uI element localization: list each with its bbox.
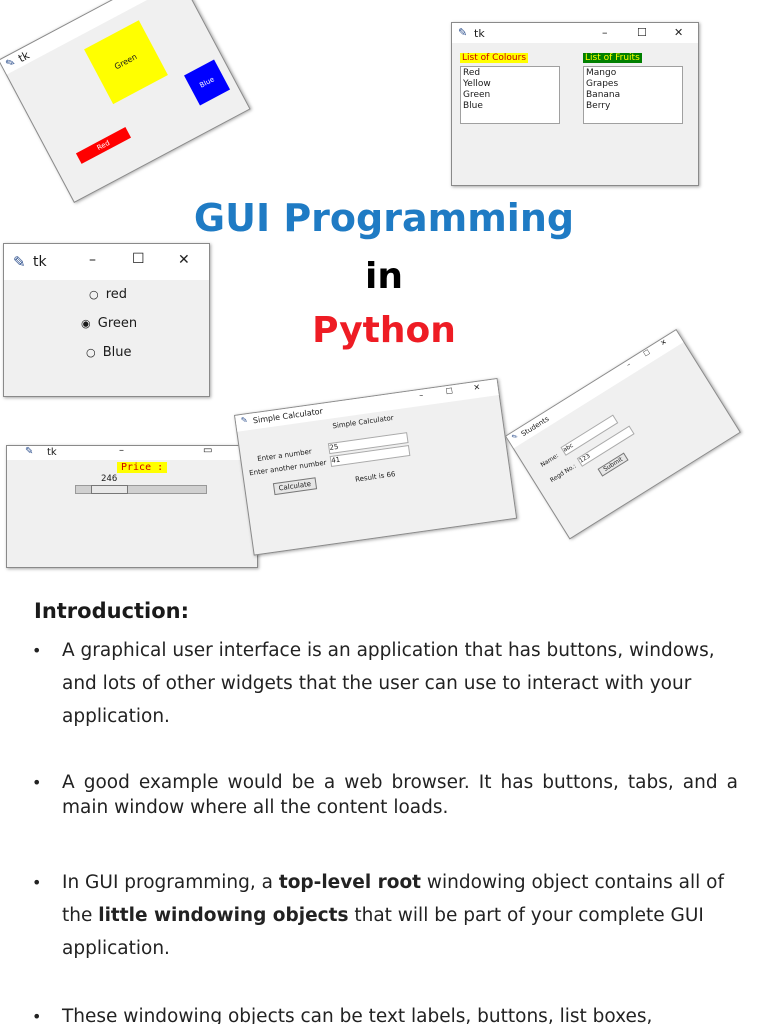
regd-label: Regd No.: bbox=[548, 462, 578, 485]
list-item[interactable]: Grapes bbox=[586, 79, 619, 89]
list-item[interactable]: Mango bbox=[586, 68, 617, 78]
bullet-text: In GUI programming, a top-level root win… bbox=[62, 866, 738, 965]
maximize-icon[interactable]: ☐ bbox=[642, 348, 652, 359]
bullet-icon: • bbox=[32, 773, 42, 792]
minimize-icon[interactable]: – bbox=[418, 390, 424, 401]
radio-label: red bbox=[105, 287, 128, 302]
minimize-icon[interactable]: – bbox=[132, 0, 143, 1]
feather-icon: ✎ bbox=[13, 253, 26, 271]
page-title: GUI Programming bbox=[193, 196, 575, 240]
radio-checked-icon[interactable]: ◉ bbox=[81, 317, 91, 330]
bullet-text: A graphical user interface is an applica… bbox=[62, 640, 715, 727]
bullet-3-bold-1: top-level root bbox=[278, 872, 421, 893]
list-item[interactable]: Green bbox=[463, 90, 491, 100]
fruits-listbox[interactable]: Mango Grapes Banana Berry bbox=[583, 66, 683, 124]
red-rectangle: Red bbox=[75, 127, 132, 164]
colours-listbox[interactable]: Red Yellow Green Blue bbox=[460, 66, 560, 124]
students-window: ✎ Students – ☐ ✕ Name: abc Regd No.: 123… bbox=[505, 328, 741, 540]
blue-square: Blue bbox=[184, 59, 231, 106]
window-title: tk bbox=[474, 27, 485, 40]
feather-icon: ✎ bbox=[25, 446, 34, 457]
bullet-3-post: that will be part of your complete GUI a… bbox=[62, 905, 704, 959]
close-icon[interactable]: ✕ bbox=[659, 337, 669, 348]
scale-window: ✎ tk – ▭ Price : 246 bbox=[6, 445, 258, 568]
feather-icon: ✎ bbox=[458, 26, 468, 39]
fruits-label: List of Fruits bbox=[583, 53, 642, 63]
submit-button[interactable]: Submit bbox=[597, 452, 629, 477]
scale-window-titlebar: ✎ tk – ▭ bbox=[7, 445, 257, 460]
intro-heading: Introduction: bbox=[34, 599, 190, 623]
minimize-icon[interactable]: – bbox=[119, 445, 124, 456]
radio-window: ✎ tk – ☐ ✕ ○ red ◉ Green ○ Blue bbox=[3, 243, 210, 397]
calculate-button[interactable]: Calculate bbox=[272, 477, 317, 496]
lists-window-titlebar: ✎ tk – ☐ ✕ bbox=[452, 23, 698, 43]
radio-label: Green bbox=[97, 316, 138, 331]
bullet-3-pre: In GUI programming, a bbox=[62, 872, 279, 893]
close-icon[interactable]: ✕ bbox=[472, 382, 481, 393]
minimize-icon[interactable]: – bbox=[89, 252, 96, 268]
bullet-icon: • bbox=[32, 873, 42, 892]
blue-label: Blue bbox=[198, 75, 216, 90]
radio-red[interactable]: ○ red bbox=[89, 287, 127, 302]
bullet-2: • A good example would be a web browser.… bbox=[32, 770, 738, 840]
list-item[interactable]: Blue bbox=[463, 101, 483, 111]
close-icon[interactable]: ✕ bbox=[178, 252, 190, 268]
window-title: Simple Calculator bbox=[252, 406, 324, 426]
scale-value: 246 bbox=[101, 474, 118, 484]
list-item[interactable]: Yellow bbox=[463, 79, 491, 89]
page-title-in: in bbox=[365, 256, 403, 297]
calc-result: Result is 66 bbox=[354, 470, 396, 484]
page-title-python: Python bbox=[312, 310, 456, 351]
close-icon[interactable]: ✕ bbox=[674, 26, 684, 39]
feather-icon: ✎ bbox=[510, 431, 520, 442]
list-item[interactable]: Berry bbox=[586, 101, 611, 111]
minimize-icon[interactable]: – bbox=[602, 26, 608, 39]
bullet-icon: • bbox=[32, 1007, 42, 1024]
minimize-icon[interactable]: – bbox=[625, 360, 633, 369]
radio-unchecked-icon[interactable]: ○ bbox=[89, 288, 99, 301]
slider-handle[interactable] bbox=[91, 485, 128, 494]
window-title: Students bbox=[519, 414, 551, 439]
window-title: tk bbox=[47, 447, 57, 458]
radio-blue[interactable]: ○ Blue bbox=[86, 345, 132, 360]
maximize-icon[interactable]: ▭ bbox=[203, 445, 213, 456]
list-item[interactable]: Red bbox=[463, 68, 481, 78]
price-slider[interactable] bbox=[75, 485, 207, 494]
bullet-4: • These windowing objects can be text la… bbox=[32, 1000, 738, 1024]
name-label: Name: bbox=[539, 452, 560, 469]
bullet-text: A good example would be a web browser. I… bbox=[62, 772, 738, 818]
red-label: Red bbox=[95, 138, 112, 153]
radio-green[interactable]: ◉ Green bbox=[81, 316, 137, 331]
calculator-window: ✎ Simple Calculator – ☐ ✕ Simple Calcula… bbox=[234, 377, 518, 556]
radio-unchecked-icon[interactable]: ○ bbox=[86, 346, 96, 359]
bullet-3-mid: windowing object contains all of the bbox=[62, 872, 724, 926]
bullet-3: • In GUI programming, a top-level root w… bbox=[32, 866, 738, 966]
radio-label: Blue bbox=[102, 345, 132, 360]
feather-icon: ✎ bbox=[240, 415, 249, 426]
maximize-icon[interactable]: ☐ bbox=[132, 251, 145, 267]
window-title: tk bbox=[16, 48, 32, 66]
window-title: tk bbox=[33, 254, 47, 270]
green-square: Green bbox=[84, 20, 168, 105]
maximize-icon[interactable]: ☐ bbox=[445, 386, 454, 397]
radio-window-titlebar: ✎ tk – ☐ ✕ bbox=[4, 244, 209, 280]
lists-window: ✎ tk – ☐ ✕ List of Colours List of Fruit… bbox=[451, 22, 699, 186]
maximize-icon[interactable]: ☐ bbox=[637, 26, 647, 39]
bullet-text: These windowing objects can be text labe… bbox=[62, 1006, 653, 1024]
price-label: Price : bbox=[117, 462, 168, 473]
bullet-icon: • bbox=[32, 641, 42, 660]
feather-icon: ✎ bbox=[3, 55, 18, 71]
shapes-window: ✎ tk – ☐ Green Red Blue bbox=[0, 0, 251, 204]
list-item[interactable]: Banana bbox=[586, 90, 621, 100]
green-label: Green bbox=[112, 52, 139, 72]
colours-label: List of Colours bbox=[460, 53, 529, 63]
bullet-1: • A graphical user interface is an appli… bbox=[32, 634, 738, 734]
bullet-3-bold-2: little windowing objects bbox=[98, 905, 349, 926]
